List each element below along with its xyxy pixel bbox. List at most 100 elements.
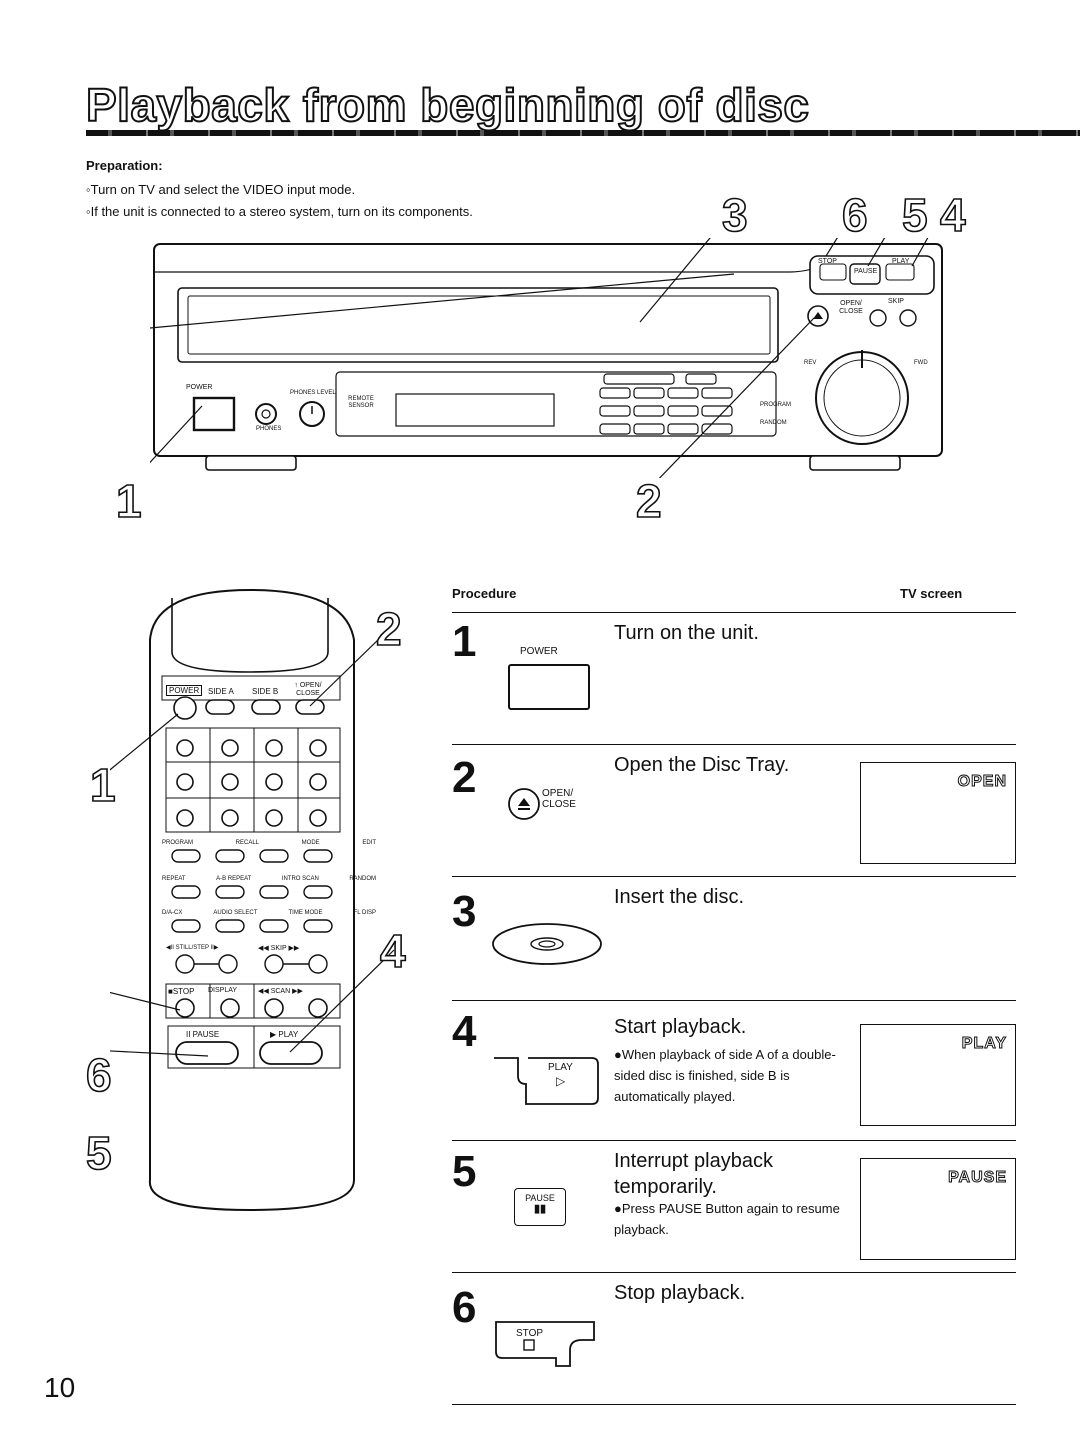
remote-label-repeat: REPEAT [162,876,186,882]
procedure-rule [452,612,1016,613]
unit-label-play: PLAY [892,258,910,265]
unit-label-rev: REV [804,360,817,366]
remote-label-ab-repeat: A-B REPEAT [216,876,252,882]
step-rule [452,1140,1016,1141]
unit-callout-2: 2 [635,475,662,527]
remote-label-side-a: SIDE A [208,687,234,696]
remote-callout-2: 2 [375,603,402,655]
unit-callout-1: 1 [115,475,142,527]
remote-label-scan: ◀◀ SCAN ▶▶ [258,988,303,995]
preparation-item: ◦If the unit is connected to a stereo sy… [86,204,473,219]
unit-label-stop: STOP [818,258,837,265]
step-rule [452,1404,1016,1405]
remote-label-da-cx: D/A-CX [162,910,183,916]
remote-label-still-step: ◀II STILL/STEP II▶ [166,945,219,951]
title-rule [86,130,1080,136]
page-title: Playback from beginning of disc [85,78,810,132]
page-number: 10 [44,1372,76,1403]
remote-label-pause: II PAUSE [186,1030,220,1039]
play-triangle-icon: ▷ [556,1074,566,1088]
remote-label-stop: ■STOP [168,987,195,996]
step-number: 1 [452,617,477,666]
unit-label-fwd: FWD [914,360,928,366]
remote-label-edit: EDIT [362,840,376,846]
unit-label-skip: SKIP [888,298,904,305]
preparation-item: ◦Turn on TV and select the VIDEO input m… [86,182,356,197]
tv-screen-pause: PAUSE [860,1158,1016,1260]
remote-label-recall: RECALL [235,840,260,846]
unit-callout-4: 4 [939,189,966,241]
play-button-icon [494,1057,599,1105]
remote-row-repeat-labels: REPEAT A-B REPEAT INTRO SCAN RANDOM [162,876,376,882]
step-text: Open the Disc Tray. [614,754,790,776]
eject-button-icon [508,788,540,820]
step-number: 6 [452,1283,477,1332]
step-rule [452,1000,1016,1001]
unit-callout-5: 5 [901,189,928,241]
player-unit-illustration [150,238,943,478]
procedure-heading: Procedure [452,586,517,601]
remote-label-open-close: ↑ OPEN/ CLOSE [294,682,322,697]
remote-row-program-labels: PROGRAM RECALL MODE EDIT [162,840,376,846]
pause-bars-icon: ▮▮ [533,1203,547,1215]
disc-icon [492,923,602,965]
remote-label-program: PROGRAM [162,840,194,846]
step-number: 3 [452,887,477,936]
remote-callout-5: 5 [85,1127,112,1179]
pause-button-icon: PAUSE ▮▮ [514,1188,566,1226]
step-rule [452,744,1016,745]
remote-label-audio-select: AUDIO SELECT [213,910,258,916]
step-text: Start playback. [614,1016,747,1038]
remote-callout-6: 6 [85,1049,112,1101]
unit-label-program: PROGRAM [760,402,792,408]
unit-callout-6: 6 [841,189,868,241]
remote-callout-4: 4 [379,925,406,977]
remote-row-dnr-labels: D/A-CX AUDIO SELECT TIME MODE FL DISP [162,910,376,916]
step-note: ●Press PAUSE Button again to resume play… [614,1201,840,1237]
power-button-icon [508,664,590,710]
play-button-label: PLAY [548,1062,573,1073]
unit-label-phones: PHONES [256,426,282,432]
step-rule [452,876,1016,877]
pause-button-label: PAUSE [525,1193,555,1203]
unit-callout-3: 3 [721,189,748,241]
tv-screen-open: OPEN [860,762,1016,864]
unit-label-power: POWER [186,384,213,391]
step-text: Turn on the unit. [614,622,759,644]
preparation-heading: Preparation: [86,158,163,173]
remote-callout-1: 1 [89,759,116,811]
unit-label-random: RANDOM [760,420,787,426]
step-rule [452,1272,1016,1273]
stop-button-icon [495,1321,595,1367]
step-text: Stop playback. [614,1282,746,1304]
unit-label-remote-sensor: REMOTE SENSOR [348,396,374,409]
unit-label-open-close: OPEN/ CLOSE [839,300,863,315]
remote-label-play: ▶ PLAY [270,1030,299,1039]
remote-label-skip: ◀◀ SKIP ▶▶ [258,945,300,952]
unit-label-pause: PAUSE [854,268,878,275]
open-close-button-label: OPEN/ CLOSE [542,788,576,810]
remote-label-mode: MODE [301,840,320,846]
tv-screen-text: OPEN [957,773,1007,791]
remote-label-side-b: SIDE B [252,687,279,696]
step-number: 5 [452,1147,477,1196]
step-number: 4 [452,1007,477,1056]
step-number: 2 [452,753,477,802]
stop-button-label: STOP [516,1328,544,1339]
step-text: Interrupt playback temporarily. [614,1150,773,1198]
step-text: Insert the disc. [614,886,745,908]
tv-screen-play: PLAY [860,1024,1016,1126]
remote-label-time-mode: TIME MODE [288,910,323,916]
tv-screen-text: PAUSE [948,1169,1007,1187]
remote-label-random: RANDOM [349,876,376,882]
remote-control-illustration [110,588,395,1212]
tv-screen-heading: TV screen [900,586,963,601]
power-button-label: POWER [520,646,558,657]
remote-label-display: DISPLAY [208,987,238,994]
remote-label-power: POWER [166,685,203,696]
unit-label-phones-level: PHONES LEVEL [290,390,336,396]
remote-label-fl-disp: FL DISP [353,910,376,916]
step-note: ●When playback of side A of a double-sid… [614,1047,836,1104]
remote-label-intro-scan: INTRO SCAN [281,876,319,882]
tv-screen-text: PLAY [961,1035,1007,1053]
